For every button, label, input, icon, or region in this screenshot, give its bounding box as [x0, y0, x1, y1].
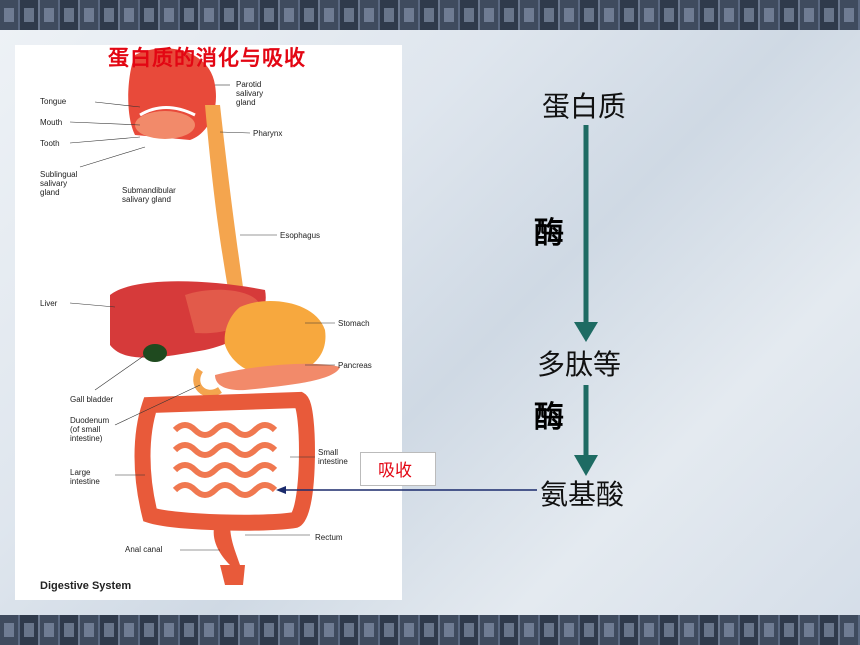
label-large-intestine: Large intestine: [70, 468, 100, 486]
arrow-head-2: [574, 455, 598, 476]
label-mouth: Mouth: [40, 118, 63, 127]
label-gall-bladder: Gall bladder: [70, 395, 114, 404]
label-duodenum: Duodenum (of small intestine): [70, 416, 110, 443]
absorption-label: 吸收: [378, 461, 412, 481]
absorption-arrow-head: [276, 486, 286, 494]
flow-protein: 蛋白质: [542, 90, 627, 123]
label-pharynx: Pharynx: [253, 129, 283, 138]
label-submandibular-gland: Submandibular salivary gland: [122, 186, 176, 204]
label-liver: Liver: [40, 299, 58, 308]
digestive-system-illustration: [69, 48, 340, 585]
label-esophagus: Esophagus: [280, 231, 321, 240]
decorative-bottom-border: [0, 615, 860, 645]
label-rectum: Rectum: [315, 533, 343, 542]
label-tongue: Tongue: [40, 97, 67, 106]
slide-title: 蛋白质的消化与吸收: [108, 46, 306, 70]
label-small-intestine: Small intestine: [318, 448, 348, 466]
flow-enzyme-2: 酶: [534, 400, 564, 435]
label-anal-canal: Anal canal: [125, 545, 163, 554]
absorption-label-box: [360, 452, 436, 486]
arrow-head-1: [574, 322, 598, 342]
flow-enzyme-1: 酶: [534, 216, 564, 251]
diagram-caption: Digestive System: [40, 580, 132, 592]
label-tooth: Tooth: [40, 139, 60, 148]
flow-polypeptide: 多肽等: [537, 348, 622, 381]
label-pancreas: Pancreas: [338, 361, 372, 370]
label-parotid-gland: Parotid salivary gland: [236, 80, 264, 107]
label-sublingual-gland: Sublingual salivary gland: [40, 170, 78, 197]
flow-amino-acid: 氨基酸: [540, 478, 625, 511]
decorative-top-border: [0, 0, 860, 30]
label-stomach: Stomach: [338, 319, 370, 328]
